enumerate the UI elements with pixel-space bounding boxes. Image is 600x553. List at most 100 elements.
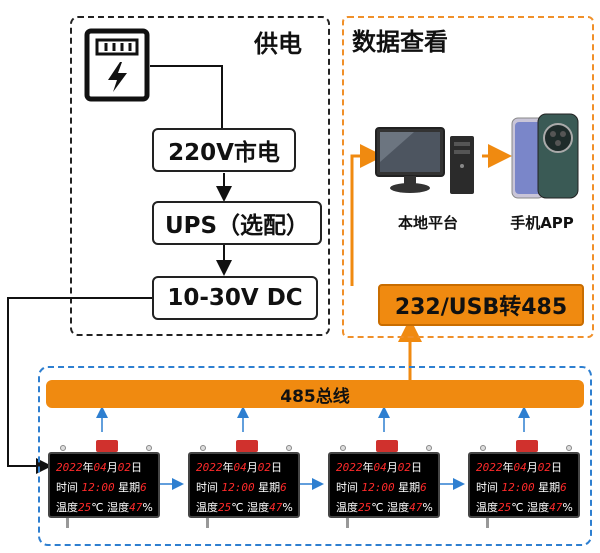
display-time: 12:00 <box>501 481 535 494</box>
display-temp: 25 <box>498 501 512 514</box>
display-year: 2022 <box>196 461 223 474</box>
display-day: 02 <box>257 461 271 474</box>
display-day: 02 <box>117 461 131 474</box>
data-section-frame <box>342 16 594 338</box>
display-hook <box>426 445 432 451</box>
display-week: 6 <box>280 481 287 494</box>
display-day-unit: 日 <box>271 461 282 474</box>
display-temp-label: 温度 <box>56 501 78 514</box>
display-hum-unit: % <box>562 501 573 514</box>
display-probe <box>346 518 349 528</box>
display-hum-unit: % <box>142 501 153 514</box>
smartphone-icon <box>511 113 579 199</box>
display-temp-label: 温度 <box>476 501 498 514</box>
display-probe <box>66 518 69 528</box>
display-sensor <box>516 440 538 452</box>
display-year: 2022 <box>56 461 83 474</box>
display-month: 04 <box>513 461 527 474</box>
data-section-title: 数据查看 <box>352 28 448 56</box>
display-hum: 47 <box>549 501 563 514</box>
display-hum-label: 湿度 <box>527 501 550 514</box>
power-section-frame <box>70 16 330 336</box>
display-hum-label: 湿度 <box>387 501 410 514</box>
display-week-label: 星期 <box>258 481 281 494</box>
display-month-unit: 月 <box>106 461 118 474</box>
display-year-unit: 年 <box>222 461 234 474</box>
display-sensor <box>236 440 258 452</box>
led-display: 2022年04月02日 时间 12:00 星期6 温度25℃ 湿度47% <box>188 452 300 518</box>
display-hum-unit: % <box>422 501 433 514</box>
display-month: 04 <box>373 461 387 474</box>
display-time: 12:00 <box>81 481 115 494</box>
display-probe <box>206 518 209 528</box>
display-hum: 47 <box>129 501 143 514</box>
display-week: 6 <box>420 481 427 494</box>
display-hook <box>146 445 152 451</box>
display-month-unit: 月 <box>246 461 258 474</box>
display-month: 04 <box>93 461 107 474</box>
display-week-label: 星期 <box>118 481 141 494</box>
led-display: 2022年04月02日 时间 12:00 星期6 温度25℃ 湿度47% <box>48 452 160 518</box>
desktop-computer-icon <box>375 127 474 194</box>
display-hook <box>200 445 206 451</box>
display-temp: 25 <box>218 501 232 514</box>
rs485-bus-bar: 485总线 <box>46 380 584 408</box>
display-hum-label: 湿度 <box>247 501 270 514</box>
display-year-unit: 年 <box>362 461 374 474</box>
display-temp-unit: ℃ <box>371 501 384 514</box>
display-time-label: 时间 <box>336 481 358 494</box>
display-hum: 47 <box>269 501 283 514</box>
display-day: 02 <box>397 461 411 474</box>
display-sensor <box>376 440 398 452</box>
display-hook <box>480 445 486 451</box>
display-temp-label: 温度 <box>336 501 358 514</box>
display-week-label: 星期 <box>398 481 421 494</box>
display-day: 02 <box>537 461 551 474</box>
display-hook <box>286 445 292 451</box>
display-temp: 25 <box>358 501 372 514</box>
led-display: 2022年04月02日 时间 12:00 星期6 温度25℃ 湿度47% <box>468 452 580 518</box>
power-section-title: 供电 <box>254 30 302 58</box>
bus-section-frame <box>38 366 592 546</box>
local-platform-label: 本地平台 <box>397 214 458 232</box>
power-meter-icon <box>84 28 150 102</box>
display-hum: 47 <box>409 501 423 514</box>
display-hook <box>60 445 66 451</box>
display-time: 12:00 <box>221 481 255 494</box>
ups-box: UPS（选配） <box>152 201 322 245</box>
display-temp-label: 温度 <box>196 501 218 514</box>
display-month: 04 <box>233 461 247 474</box>
display-week: 6 <box>140 481 147 494</box>
display-time-label: 时间 <box>196 481 218 494</box>
display-year: 2022 <box>476 461 503 474</box>
display-probe <box>486 518 489 528</box>
display-hook <box>566 445 572 451</box>
display-time: 12:00 <box>361 481 395 494</box>
display-hum-label: 湿度 <box>107 501 130 514</box>
display-time-label: 时间 <box>476 481 498 494</box>
display-day-unit: 日 <box>551 461 562 474</box>
display-year: 2022 <box>336 461 363 474</box>
display-temp-unit: ℃ <box>91 501 104 514</box>
led-display: 2022年04月02日 时间 12:00 星期6 温度25℃ 湿度47% <box>328 452 440 518</box>
display-time-label: 时间 <box>56 481 78 494</box>
display-day-unit: 日 <box>411 461 422 474</box>
display-sensor <box>96 440 118 452</box>
display-day-unit: 日 <box>131 461 142 474</box>
display-year-unit: 年 <box>82 461 94 474</box>
converter-box: 232/USB转485 <box>378 284 584 326</box>
mobile-app-label: 手机APP <box>510 214 574 232</box>
display-hook <box>340 445 346 451</box>
display-month-unit: 月 <box>526 461 538 474</box>
display-month-unit: 月 <box>386 461 398 474</box>
display-year-unit: 年 <box>502 461 514 474</box>
display-week: 6 <box>560 481 567 494</box>
display-temp: 25 <box>78 501 92 514</box>
mains-220v-box: 220V市电 <box>152 128 296 172</box>
display-week-label: 星期 <box>538 481 561 494</box>
dc-power-box: 10-30V DC <box>152 276 318 320</box>
display-temp-unit: ℃ <box>231 501 244 514</box>
display-hum-unit: % <box>282 501 293 514</box>
display-temp-unit: ℃ <box>511 501 524 514</box>
